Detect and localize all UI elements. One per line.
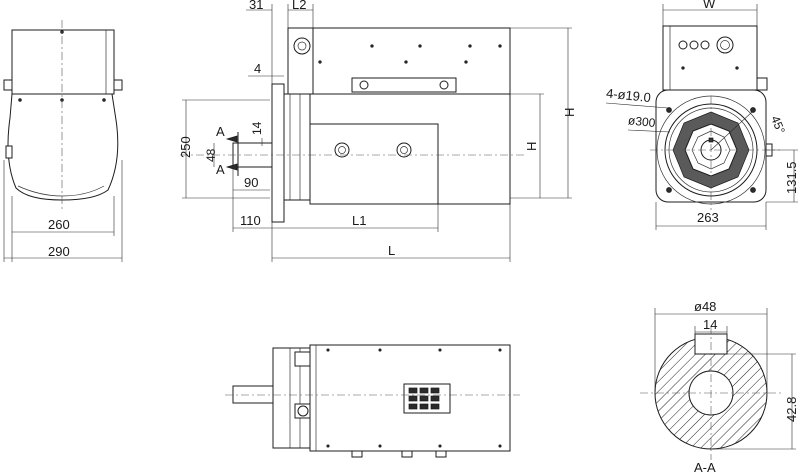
section-dim-42-8: 42.8 [784,397,799,422]
end-view: W 4-ø19.0 ø300 45° 131.5 263 [605,0,799,230]
dim-48: 48 [204,148,218,162]
dim-14: 14 [250,121,264,135]
dim-250: 250 [178,136,193,158]
dim-h-outer: H [562,108,577,117]
dim-90: 90 [244,175,258,190]
section-mark-a-top: A [216,124,225,139]
section-dim-dia48: ø48 [694,299,716,314]
dim-31: 31 [249,0,263,12]
dim-l2: L2 [292,0,306,12]
section-a-a: ø48 14 42.8 A-A [640,299,799,475]
dim-290: 290 [48,244,70,259]
front-view: 260 290 [3,20,123,262]
dim-w: W [703,0,716,11]
dim-263: 263 [697,210,719,225]
dim-l1: L1 [352,213,366,228]
dim-260: 260 [48,217,70,232]
section-dim-14: 14 [703,317,717,332]
section-mark-a-bottom: A [216,162,225,177]
dim-110: 110 [240,213,261,228]
pcd-callout: ø300 [627,113,656,130]
hole-callout: 4-ø19.0 [605,86,651,106]
dim-131-5: 131.5 [784,161,799,194]
top-view [225,344,520,458]
dim-4: 4 [254,61,261,76]
dim-h-inner: H [524,142,539,151]
side-view: A A 250 48 14 90 110 L1 L 31 L2 4 [178,0,577,262]
angle-45: 45° [768,114,788,136]
dim-l: L [388,243,395,258]
section-label: A-A [694,460,716,475]
